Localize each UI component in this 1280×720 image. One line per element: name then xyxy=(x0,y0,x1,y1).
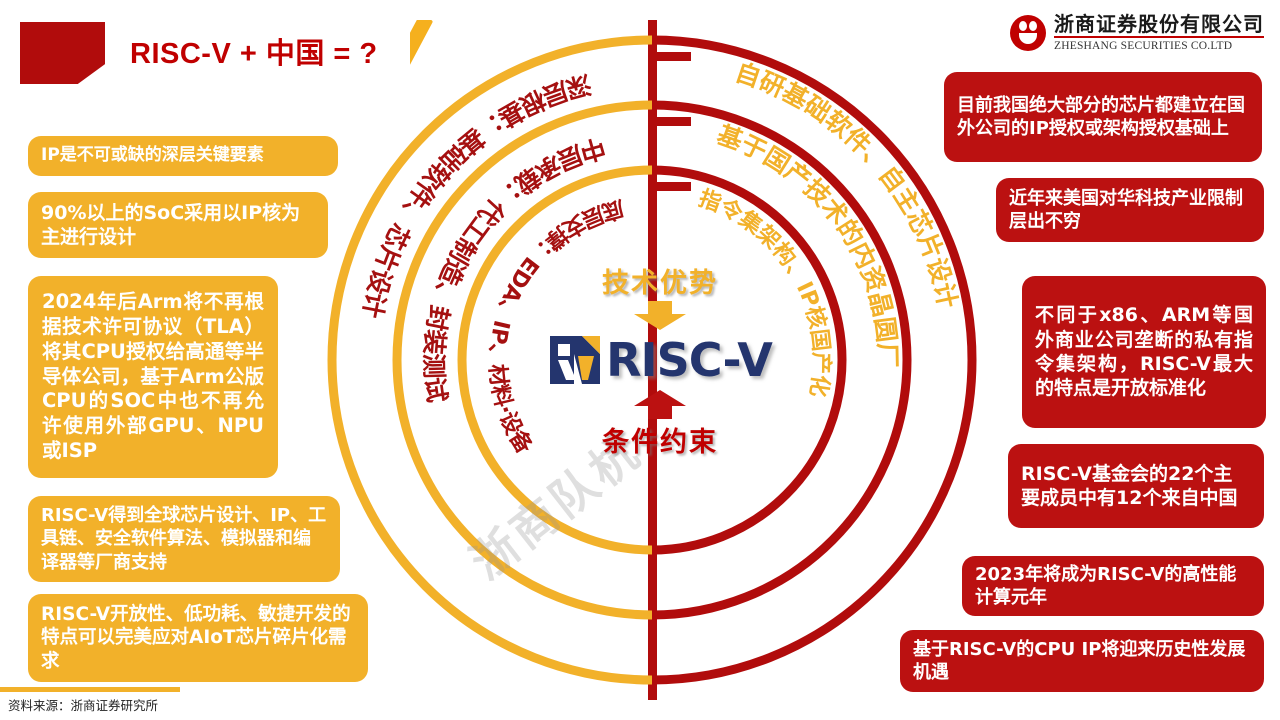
left-callout-1: IP是不可或缺的深层关键要素 xyxy=(28,136,338,176)
spine-tick xyxy=(657,117,691,126)
left-callout-5: RISC-V开放性、低功耗、敏捷开发的特点可以完美应对AIoT芯片碎片化需求 xyxy=(28,594,368,682)
arrow-up-red-icon xyxy=(634,390,686,419)
spine-tick xyxy=(657,52,691,61)
zheshang-securities-logo-icon xyxy=(1010,15,1046,52)
left-callout-3: 2024年后Arm将不再根据技术许可协议（TLA）将其CPU授权给高通等半导体公… xyxy=(28,276,278,478)
corner-flag-shape xyxy=(20,22,105,84)
right-callout-3: 不同于x86、ARM等国外商业公司垄断的私有指令集架构，RISC-V最大的特点是… xyxy=(1022,276,1266,428)
brand-name-cn: 浙商证券股份有限公司 xyxy=(1054,12,1264,38)
center-divider xyxy=(648,20,657,700)
risc-v-logo-mark-icon xyxy=(550,336,601,384)
center-bottom-label: 条件约束 xyxy=(602,427,718,458)
brand-name-en: ZHESHANG SECURITIES CO.LTD xyxy=(1054,40,1233,52)
left-callout-2: 90%以上的SoC采用以IP核为主进行设计 xyxy=(28,192,328,258)
footer-accent-rule xyxy=(0,687,180,692)
spine-tick xyxy=(657,182,691,191)
right-callout-2: 近年来美国对华科技产业限制层出不穷 xyxy=(996,178,1264,242)
right-callout-4: RISC-V基金会的22个主要成员中有12个来自中国 xyxy=(1008,444,1264,528)
right-callout-6: 基于RISC-V的CPU IP将迎来历史性发展机遇 xyxy=(900,630,1264,692)
risc-v-wordmark: RISC-V xyxy=(606,333,773,387)
left-callout-4: RISC-V得到全球芯片设计、IP、工具链、安全软件算法、模拟器和编译器等厂商支… xyxy=(28,496,340,582)
risc-v-logo: RISC-V xyxy=(548,333,773,387)
source-note: 资料来源：浙商证券研究所 xyxy=(8,698,159,713)
right-callout-1: 目前我国绝大部分的芯片都建立在国外公司的IP授权或架构授权基础上 xyxy=(944,72,1262,162)
right-callout-5: 2023年将成为RISC-V的高性能计算元年 xyxy=(962,556,1264,616)
page-title: RISC-V + 中国 = ? xyxy=(130,38,378,70)
center-cluster: 技术优势 RISC-V 条件约束 xyxy=(520,250,800,470)
arrow-down-orange-icon xyxy=(634,301,686,330)
center-top-label: 技术优势 xyxy=(602,268,718,299)
brand-logo: 浙商证券股份有限公司 ZHESHANG SECURITIES CO.LTD xyxy=(1010,14,1264,52)
